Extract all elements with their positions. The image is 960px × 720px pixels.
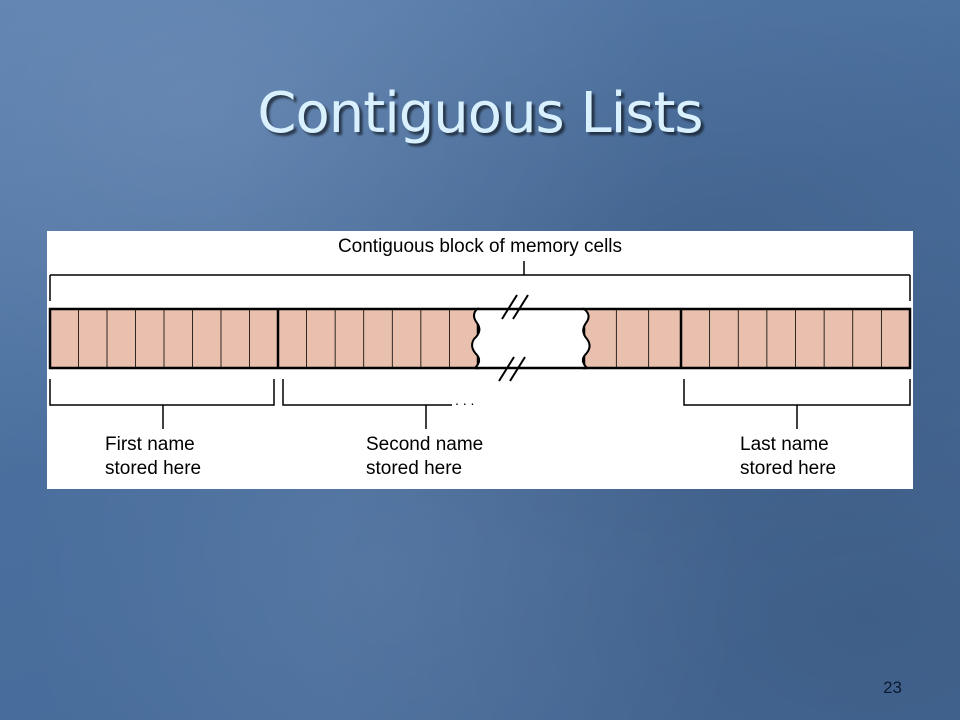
second-group-label-line2: stored here (366, 458, 462, 479)
block-label: Contiguous block of memory cells (338, 236, 622, 257)
cell-segment (584, 309, 681, 368)
cell-segment (278, 309, 478, 368)
break-mark-bottom (498, 356, 526, 382)
first-group-label-line2: stored here (105, 458, 201, 479)
memory-gap (471, 294, 591, 382)
last-group-label-line1: Last name (740, 434, 829, 455)
break-mark-top (501, 294, 529, 320)
slide-title: Contiguous Lists (257, 81, 703, 146)
first-group-label-line1: First name (105, 434, 195, 455)
top-brace (49, 261, 911, 301)
memory-cells (48, 307, 912, 370)
memory-diagram: Contiguous block of memory cells (47, 231, 913, 489)
page-number: 23 (883, 678, 902, 697)
bottom-braces (49, 379, 911, 429)
last-group-label-line2: stored here (740, 458, 836, 479)
second-group-label-line1: Second name (366, 434, 483, 455)
ellipsis: . . . (455, 392, 474, 408)
